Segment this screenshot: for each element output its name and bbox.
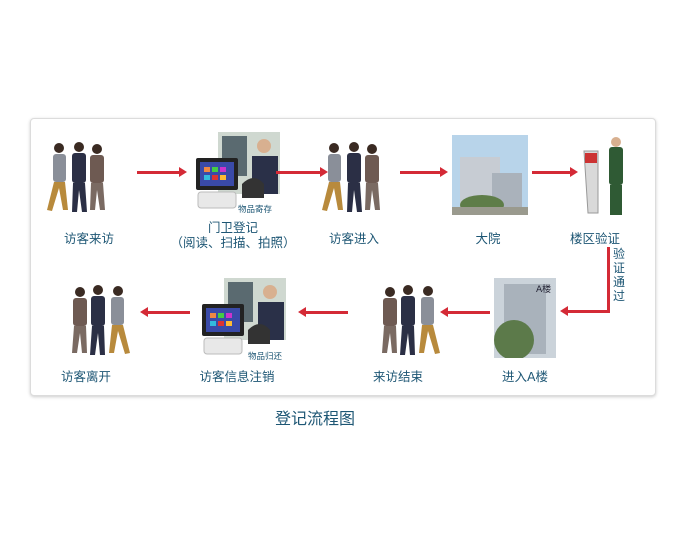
step-gate-registration: 门卫登记（阅读、扫描、拍照） (170, 220, 295, 250)
compound-image (452, 135, 528, 215)
arrow-right (532, 167, 578, 177)
arrow-right (276, 167, 328, 177)
building-verification-image (583, 137, 623, 215)
step-label: 门卫登记 (207, 220, 259, 235)
gate-registration-image (196, 132, 281, 209)
visitors-enter-image (322, 142, 380, 212)
diagram-title: 登记流程图 (274, 409, 356, 428)
connector-line (607, 247, 610, 313)
verification-passed-label: 验证通过 (613, 247, 626, 303)
step-compound: 大院 (475, 231, 501, 246)
step-building-verification: 楼区验证 (569, 231, 621, 246)
step-enter-building-a: 进入A楼 (501, 369, 549, 384)
step-visitor-leave: 访客离开 (60, 369, 112, 384)
visitor-deregistration-image (202, 278, 287, 355)
step-visitor-deregistration: 访客信息注销 (199, 369, 275, 384)
item-deposit-note: 物品寄存 (238, 205, 273, 215)
building-sign: A楼 (536, 283, 551, 295)
step-visitor-enter: 访客进入 (328, 231, 380, 246)
arrow-left (560, 306, 610, 316)
arrow-right (400, 167, 448, 177)
arrow-left (298, 307, 348, 317)
step-visit-end: 来访结束 (372, 369, 424, 384)
visit-end-image (382, 285, 440, 355)
arrow-right (137, 167, 187, 177)
step-visitor-arrive: 访客来访 (63, 231, 115, 246)
arrow-left (440, 307, 490, 317)
arrow-left (140, 307, 190, 317)
building-a-image: A楼 (494, 278, 556, 358)
visitors-arrive-image (47, 142, 105, 212)
visitors-leave-image (72, 285, 130, 355)
step-sublabel: （阅读、扫描、拍照） (170, 235, 296, 250)
item-return-note: 物品归还 (248, 352, 283, 362)
